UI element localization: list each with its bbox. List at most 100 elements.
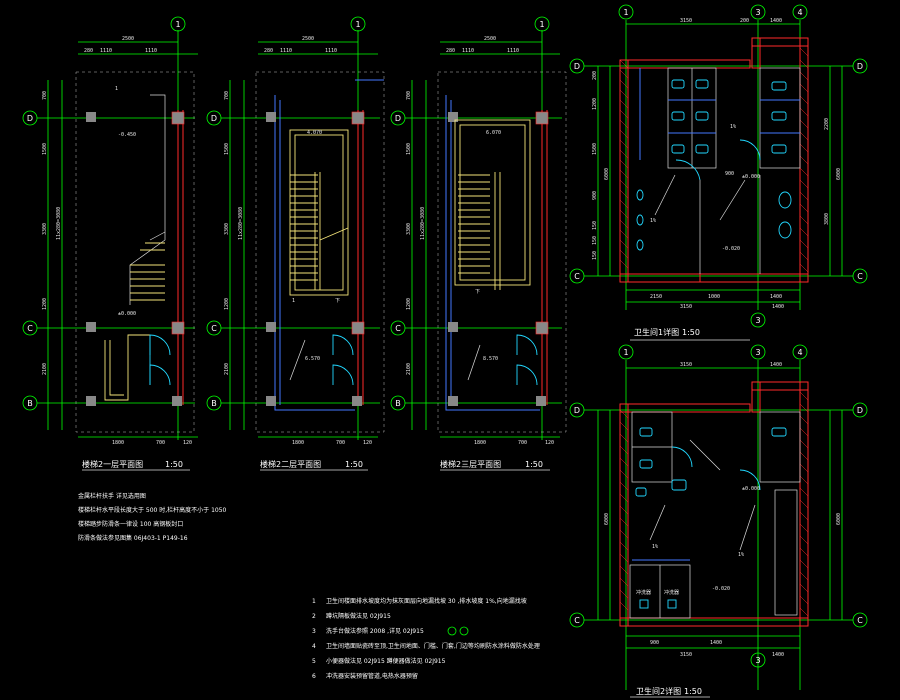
note-line: 小便器做法见 02J915 蹲便器做法见 02J915 [326, 657, 446, 665]
detail-symbol-icon [459, 626, 469, 636]
stair-note: 楼梯栏杆水平段长度大于 500 时,栏杆高度不小于 1050 [78, 506, 227, 514]
axis-label: D [27, 114, 33, 123]
dimension-text: 1800 [112, 440, 124, 446]
dimension-text: 1400 [770, 362, 782, 368]
dimension-text: 120 [545, 440, 554, 446]
axis-bubble [750, 344, 766, 360]
dimension-text: 11x280=3080 [420, 207, 426, 240]
dimension-text: 6000 [604, 168, 610, 180]
dimension-text: 2200 [824, 118, 830, 130]
slope-mark: 1% [738, 552, 744, 558]
axis-bubble [534, 16, 550, 32]
stair-notes: 金属栏杆扶手 详见选用图 楼梯栏杆水平段长度大于 500 时,栏杆高度不小于 1… [78, 492, 227, 542]
axis-label: C [574, 616, 580, 625]
axis-label: 4 [797, 8, 802, 17]
axis-label: C [857, 616, 863, 625]
svg-text:6: 6 [312, 673, 316, 680]
dimension-text: 6000 [836, 168, 842, 180]
axis-label: C [211, 324, 217, 333]
dimension-text: 2500 [302, 36, 314, 42]
note-line: 洗手台做法参照 2008 ,详见 02J915 [326, 627, 424, 635]
dimension-text: 700 [336, 440, 345, 446]
axis-label: D [574, 406, 580, 415]
level-mark: -0.450 [118, 132, 136, 138]
axis-bubble [170, 16, 186, 32]
stair-direction: 下 [475, 289, 480, 295]
axis-label: D [211, 114, 217, 123]
svg-text:3: 3 [312, 628, 316, 635]
axis-label: D [857, 62, 863, 71]
dimension-text: 200 [740, 18, 749, 24]
detail-symbol-icon [447, 626, 457, 636]
dimension-text: 2150 [650, 294, 662, 300]
svg-text:2: 2 [312, 613, 316, 620]
axis-label: 1 [623, 8, 628, 17]
svg-text:1: 1 [312, 598, 316, 605]
drawing-title: 卫生间2详图 [636, 686, 681, 696]
axis-bubble [618, 4, 634, 20]
level-mark: 8.570 [483, 356, 498, 362]
level-mark: 4.070 [307, 130, 322, 136]
axis-label: B [395, 399, 401, 408]
dimension-text: 900 [592, 191, 598, 200]
dimension-text: 120 [363, 440, 372, 446]
drawing-scale: 1:50 [345, 460, 363, 469]
axis-label: D [395, 114, 401, 123]
note-line: 蹲坑隔板做法见 02J915 [326, 612, 391, 620]
svg-text:4: 4 [312, 643, 316, 650]
dimension-text: 1400 [770, 294, 782, 300]
dimension-text: 1000 [708, 294, 720, 300]
axis-label: D [857, 406, 863, 415]
dimension-text: 1500 [406, 143, 412, 155]
level-mark: ±0.000 [742, 174, 760, 180]
dimension-text: 11x280=3080 [56, 207, 62, 240]
drawing-scale: 1:50 [165, 460, 183, 469]
dimension-text: 700 [42, 91, 48, 100]
dimension-text: 2100 [406, 363, 412, 375]
dimension-text: 1110 [280, 48, 292, 54]
dimension-text: 280 [264, 48, 273, 54]
dimension-text: 150 [592, 251, 598, 260]
note-line: 卫生间楼面排水坡度均为抹灰面层向地漏找坡 30 ,排水坡度 1%,向地漏找坡 [326, 597, 527, 605]
axis-label: B [27, 399, 33, 408]
slope-mark: 1% [650, 218, 656, 224]
drawing-scale: 1:50 [525, 460, 543, 469]
dimension-text: 1500 [224, 143, 230, 155]
dimension-text: 1200 [406, 298, 412, 310]
dimension-text: 1110 [325, 48, 337, 54]
stair-note: 金属栏杆扶手 详见选用图 [78, 492, 146, 500]
note-line: 冲洗器安装预留管道,电热水器预留 [326, 672, 418, 680]
dimension-text: 1400 [710, 640, 722, 646]
level-mark: ±0.000 [118, 311, 136, 317]
dimension-text: 3150 [680, 362, 692, 368]
axis-label: 3 [755, 316, 760, 325]
axis-label: 4 [797, 348, 802, 357]
drawing-title: 楼梯2二层平面图 [260, 459, 321, 469]
dimension-text: 1110 [100, 48, 112, 54]
dimension-text: 1110 [507, 48, 519, 54]
axis-bubble [792, 344, 808, 360]
dimension-text: 700 [518, 440, 527, 446]
drawing-title: 卫生间1详图 [634, 327, 679, 337]
dimension-text: 3300 [406, 223, 412, 235]
drawing-title: 楼梯2三层平面图 [440, 459, 501, 469]
axis-label: C [857, 272, 863, 281]
dimension-text: 700 [406, 91, 412, 100]
dimension-text: 280 [84, 48, 93, 54]
slope-mark: 1% [730, 124, 736, 130]
dimension-text: 200 [592, 71, 598, 80]
axis-label: 1 [355, 20, 360, 29]
dimension-text: 3300 [224, 223, 230, 235]
axis-label: B [211, 399, 217, 408]
axis-label: 1 [623, 348, 628, 357]
stair-note: 防滑条做法参见图集 06J403-1 P149-16 [78, 534, 188, 542]
stair-number: 1 [115, 86, 118, 92]
dimension-text: 120 [183, 440, 192, 446]
axis-bubble [750, 4, 766, 20]
dimension-text: 3800 [824, 213, 830, 225]
toilet-plan-2: 1 3 4 3 D C D C 3150 1400 900 1400 3150 … [569, 344, 868, 698]
dimension-text: 1200 [592, 98, 598, 110]
stair-number: 1 [292, 298, 295, 304]
fixture-label: 冲洗器 [664, 589, 679, 596]
dimension-text: 1110 [462, 48, 474, 54]
